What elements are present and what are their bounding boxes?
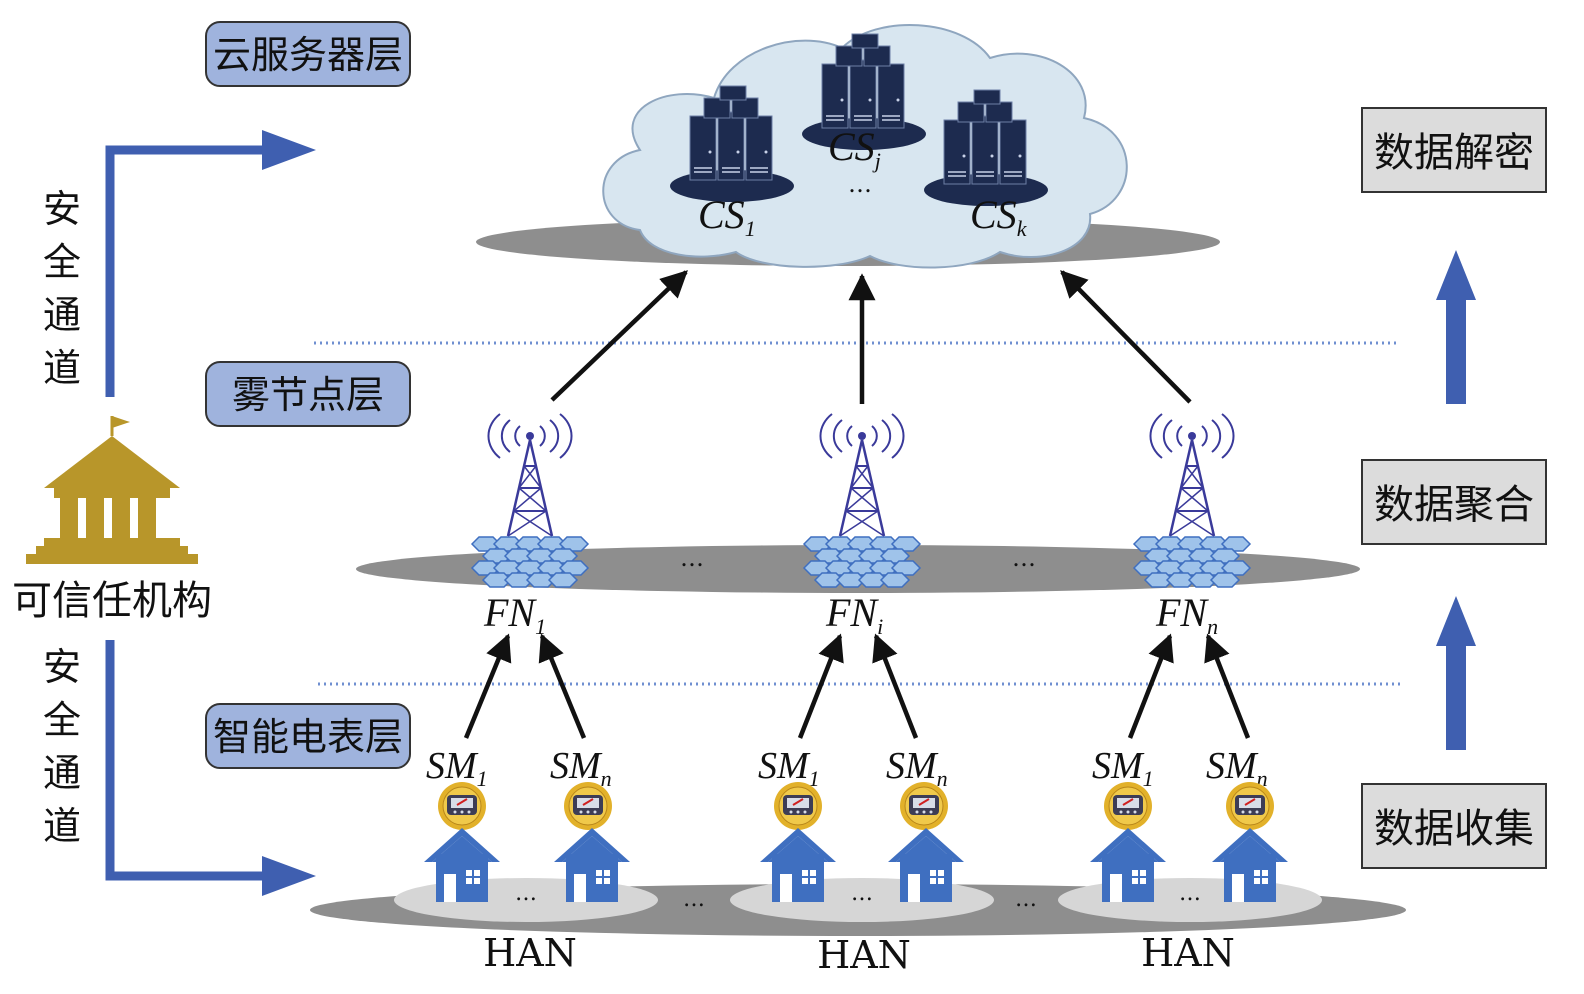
svg-text:道: 道	[43, 346, 81, 390]
ellipsis: …	[683, 887, 705, 912]
secure-channel-top	[105, 130, 316, 397]
svg-text:安: 安	[43, 187, 81, 231]
smart-meter-icon	[899, 781, 949, 831]
svg-text:通: 通	[43, 293, 81, 337]
han-label: HAN	[1141, 931, 1235, 975]
smart-meter-icon	[437, 781, 487, 831]
ellipsis: …	[1012, 544, 1036, 572]
layer-label-meter: 智能电表层	[205, 703, 411, 769]
flow-arrow	[797, 633, 844, 739]
flow-arrow	[550, 270, 688, 402]
fog-node-label: FN1	[483, 590, 546, 639]
flow-arrow-up-1	[1436, 250, 1476, 404]
layer-label-fog: 雾节点层	[205, 361, 411, 427]
fog-node-i	[804, 412, 920, 587]
hex-cell-cluster-icon	[804, 537, 920, 587]
smart-meter-label: SM1	[758, 745, 820, 791]
upload-arrows-meter-to-fog	[463, 633, 1251, 739]
svg-text:云服务器层: 云服务器层	[213, 33, 403, 77]
cloud-server-label: CSj	[828, 124, 881, 173]
cloud-server-label: CSk	[970, 192, 1028, 241]
secure-channel-bottom	[105, 640, 316, 896]
svg-text:数据聚合: 数据聚合	[1374, 482, 1534, 528]
svg-text:数据收集: 数据收集	[1374, 806, 1534, 852]
fog-node-n	[1134, 412, 1250, 587]
trusted-authority-building-icon	[26, 416, 198, 564]
antenna-tower-icon	[487, 412, 573, 538]
hex-cell-cluster-icon	[1134, 537, 1250, 587]
antenna-tower-icon	[819, 412, 905, 538]
flow-arrow-up-2	[1436, 596, 1476, 750]
smart-meter-label: SMn	[550, 745, 612, 791]
smart-meter-icon	[563, 781, 613, 831]
flow-arrow	[1204, 633, 1251, 739]
channel-bottom-label: 安 全 通 道	[43, 645, 81, 848]
step-collect: 数据收集	[1361, 783, 1547, 869]
cloud-server-label: CS1	[698, 192, 756, 241]
ellipsis: …	[680, 544, 704, 572]
layer-label-cloud: 云服务器层	[205, 21, 411, 87]
smart-meter-label: SM1	[1092, 745, 1154, 791]
hex-cell-cluster-icon	[472, 537, 588, 587]
smart-meter-icon	[773, 781, 823, 831]
trusted-authority-label: 可信任机构	[12, 578, 212, 624]
flow-arrow	[538, 633, 587, 739]
han-label: HAN	[817, 933, 911, 977]
flow-arrow	[872, 633, 919, 739]
upload-arrows-fog-to-cloud	[550, 270, 1192, 404]
step-aggregate: 数据聚合	[1361, 459, 1547, 545]
flow-arrow	[1060, 270, 1192, 404]
han-label: HAN	[483, 931, 577, 975]
flow-arrow	[1127, 633, 1174, 739]
svg-text:雾节点层: 雾节点层	[232, 373, 384, 417]
ellipsis: …	[1179, 881, 1201, 906]
smart-meter-icon	[1103, 781, 1153, 831]
ellipsis: …	[851, 881, 873, 906]
fog-node-1	[472, 412, 588, 587]
ellipsis: …	[515, 881, 537, 906]
svg-text:道: 道	[43, 804, 81, 848]
channel-top-label: 安 全 通 道	[43, 187, 81, 390]
ellipsis: …	[1015, 887, 1037, 912]
smart-meter-label: SMn	[886, 745, 948, 791]
ellipsis: …	[848, 170, 872, 198]
svg-text:通: 通	[43, 751, 81, 795]
smart-meter-label: SM1	[426, 745, 488, 791]
flow-arrow	[463, 633, 512, 739]
svg-text:全: 全	[43, 240, 81, 284]
svg-text:数据解密: 数据解密	[1374, 130, 1534, 176]
smart-meter-label: SMn	[1206, 745, 1268, 791]
antenna-tower-icon	[1149, 412, 1235, 538]
fog-node-label: FNn	[1155, 590, 1218, 639]
step-decrypt: 数据解密	[1361, 107, 1547, 193]
fog-node-label: FNi	[825, 590, 883, 639]
smart-meter-icon	[1225, 781, 1275, 831]
svg-text:全: 全	[43, 698, 81, 742]
svg-text:安: 安	[43, 645, 81, 689]
svg-text:智能电表层: 智能电表层	[213, 715, 403, 759]
